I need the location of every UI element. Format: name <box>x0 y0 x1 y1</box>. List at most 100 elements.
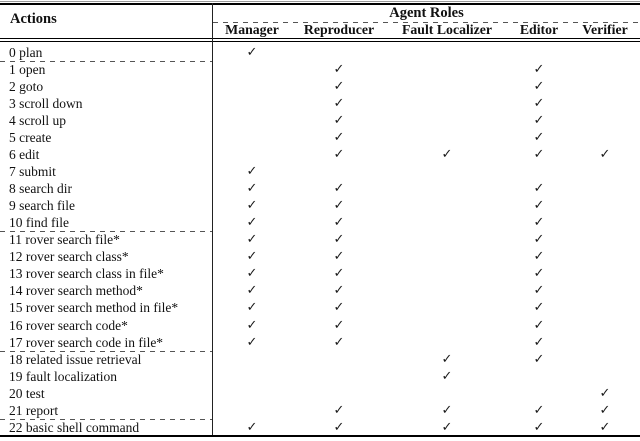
action-label: 2 goto <box>9 79 44 95</box>
checkmark-icon: ✓ <box>599 147 611 163</box>
column-divider-rule <box>212 3 213 436</box>
action-label: 6 edit <box>9 147 40 163</box>
checkmark-icon: ✓ <box>533 249 545 265</box>
action-label: 11 rover search file* <box>9 232 120 248</box>
checkmark-icon: ✓ <box>533 283 545 299</box>
checkmark-icon: ✓ <box>333 198 345 214</box>
table-row: 19 fault localization ✓ <box>0 368 640 385</box>
checkmark-icon: ✓ <box>441 147 453 163</box>
checkmark-icon: ✓ <box>599 385 611 401</box>
table-row: 21 report✓✓✓✓ <box>0 402 640 420</box>
table-row: 11 rover search file* ✓ ✓ ✓ <box>0 231 640 248</box>
table-row: 4 scroll up✓✓ <box>0 112 640 129</box>
action-label: 1 open <box>9 62 46 78</box>
checkmark-icon: ✓ <box>333 96 345 112</box>
table-row: 1 open✓✓ <box>0 61 640 78</box>
role-header-reproducer: Reproducer <box>303 22 375 37</box>
checkmark-icon: ✓ <box>533 402 545 418</box>
checkmark-icon: ✓ <box>246 198 258 214</box>
checkmark-icon: ✓ <box>533 419 545 435</box>
checkmark-icon: ✓ <box>333 113 345 129</box>
checkmark-icon: ✓ <box>333 266 345 282</box>
action-label: 8 search dir <box>9 181 72 197</box>
checkmark-icon: ✓ <box>333 181 345 197</box>
checkmark-icon: ✓ <box>533 215 545 231</box>
action-label: 3 scroll down <box>9 96 83 112</box>
action-label: 9 search file <box>9 198 75 214</box>
action-label: 19 fault localization <box>9 368 117 384</box>
checkmark-icon: ✓ <box>533 79 545 95</box>
role-header-manager: Manager <box>225 22 279 37</box>
top-rule-outer <box>0 1 640 2</box>
action-label: 17 rover search code in file* <box>9 334 164 350</box>
action-label: 22 basic shell command <box>9 419 140 435</box>
actions-column-header: Actions <box>10 11 57 27</box>
checkmark-icon: ✓ <box>246 164 258 180</box>
table-row: 20 test ✓ <box>0 385 640 402</box>
checkmark-icon: ✓ <box>246 249 258 265</box>
header-dashed-rule <box>213 22 640 23</box>
checkmark-icon: ✓ <box>333 232 345 248</box>
dashed-separator <box>0 350 213 352</box>
checkmark-icon: ✓ <box>246 181 258 197</box>
header-double-rule-bottom <box>0 41 640 42</box>
table-row: 22 basic shell command✓✓✓✓✓ <box>0 419 640 436</box>
checkmark-icon: ✓ <box>533 334 545 350</box>
action-label: 12 rover search class* <box>9 249 129 265</box>
action-label: 15 rover search method in file* <box>9 300 179 316</box>
checkmark-icon: ✓ <box>533 266 545 282</box>
table-row: 2 goto ✓ ✓ <box>0 78 640 95</box>
checkmark-icon: ✓ <box>441 419 453 435</box>
table-row: 15 rover search method in file* ✓ ✓ ✓ <box>0 299 640 316</box>
checkmark-icon: ✓ <box>333 317 345 333</box>
action-label: 14 rover search method* <box>9 283 143 299</box>
checkmark-icon: ✓ <box>333 300 345 316</box>
top-rule-inner <box>0 3 640 5</box>
table-row: 10 find file✓✓✓ <box>0 214 640 233</box>
checkmark-icon: ✓ <box>333 147 345 163</box>
checkmark-icon: ✓ <box>533 351 545 367</box>
table-row: 17 rover search code in file*✓✓✓ <box>0 334 640 352</box>
action-label: 7 submit <box>9 164 56 180</box>
checkmark-icon: ✓ <box>246 232 258 248</box>
checkmark-icon: ✓ <box>333 79 345 95</box>
checkmark-icon: ✓ <box>246 317 258 333</box>
table-row: 16 rover search code*✓✓✓ <box>0 317 640 334</box>
table-row: 6 edit✓✓✓✓ <box>0 146 640 163</box>
checkmark-icon: ✓ <box>533 62 545 78</box>
table-row: 12 rover search class* ✓ ✓ ✓ <box>0 248 640 265</box>
bottom-rule <box>0 435 640 437</box>
checkmark-icon: ✓ <box>333 130 345 146</box>
table-row: 9 search file ✓ ✓ ✓ <box>0 197 640 214</box>
checkmark-icon: ✓ <box>246 419 258 435</box>
agent-roles-group-header: Agent Roles <box>389 5 464 21</box>
action-label: 5 create <box>9 130 52 146</box>
checkmark-icon: ✓ <box>533 198 545 214</box>
table-row: 14 rover search method* ✓ ✓ ✓ <box>0 282 640 299</box>
checkmark-icon: ✓ <box>533 317 545 333</box>
checkmark-icon: ✓ <box>533 300 545 316</box>
checkmark-icon: ✓ <box>599 402 611 418</box>
checkmark-icon: ✓ <box>333 283 345 299</box>
checkmark-icon: ✓ <box>333 215 345 231</box>
checkmark-icon: ✓ <box>441 402 453 418</box>
table-body: 0 plan✓1 open✓✓2 goto✓✓3 scroll down✓✓4 … <box>0 44 640 436</box>
table-row: 8 search dir✓✓✓ <box>0 180 640 197</box>
action-label: 20 test <box>9 385 45 401</box>
action-label: 13 rover search class in file* <box>9 266 164 282</box>
checkmark-icon: ✓ <box>533 96 545 112</box>
checkmark-icon: ✓ <box>246 283 258 299</box>
table-row: 3 scroll down ✓ ✓ <box>0 95 640 112</box>
checkmark-icon: ✓ <box>333 419 345 435</box>
action-label: 21 report <box>9 402 59 418</box>
checkmark-icon: ✓ <box>333 249 345 265</box>
checkmark-icon: ✓ <box>533 113 545 129</box>
table-row: 18 related issue retrieval✓✓ <box>0 351 640 368</box>
table-row: 0 plan✓ <box>0 44 640 63</box>
action-label: 10 find file <box>9 215 69 231</box>
table-row: 7 submit ✓ <box>0 163 640 180</box>
dashed-separator <box>0 61 213 63</box>
checkmark-icon: ✓ <box>533 232 545 248</box>
checkmark-icon: ✓ <box>246 300 258 316</box>
checkmark-icon: ✓ <box>441 368 453 384</box>
